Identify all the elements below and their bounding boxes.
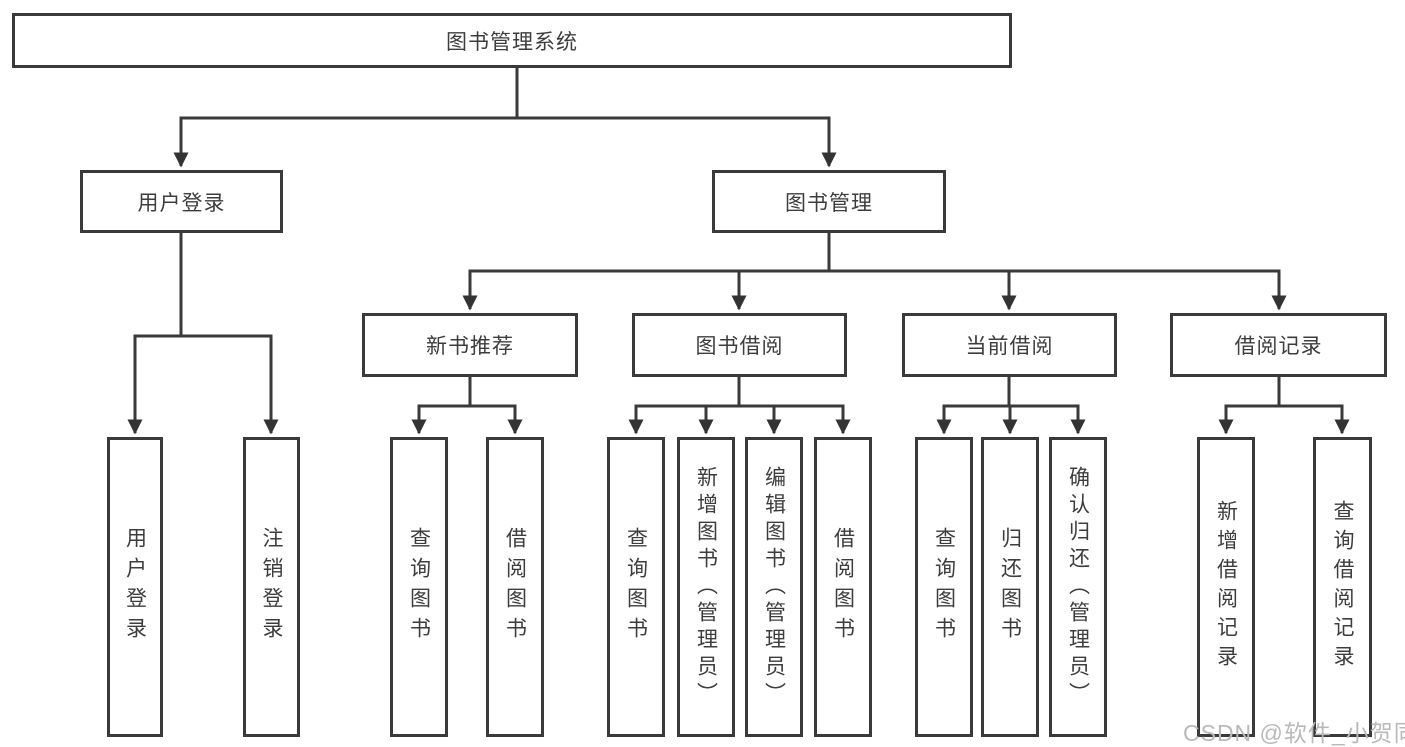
node-new-book-recommendation-label: 新书推荐: [426, 335, 514, 358]
node-leaf-rec-borrow-books-label: 借阅图书: [503, 527, 527, 647]
node-leaf-rec-query-books: 查询图书: [390, 437, 448, 737]
node-leaf-br-add-record: 新增借阅记录: [1197, 437, 1255, 737]
node-leaf-br-query-record: 查询借阅记录: [1313, 437, 1372, 737]
node-leaf-bb-borrow-books-label: 借阅图书: [831, 527, 855, 647]
node-leaf-bb-borrow-books: 借阅图书: [814, 437, 872, 737]
node-leaf-cb-return-books-label: 归还图书: [998, 527, 1022, 647]
node-book-borrowing: 图书借阅: [632, 313, 847, 377]
node-leaf-cb-query-books: 查询图书: [915, 437, 973, 737]
node-book-management-label: 图书管理: [785, 191, 873, 215]
node-leaf-bb-query-books: 查询图书: [607, 437, 665, 737]
node-root: 图书管理系统: [12, 13, 1012, 68]
watermark-text: CSDN @软件_小贺同学: [1183, 720, 1405, 746]
node-user-login-branch: 用户登录: [80, 170, 283, 233]
node-leaf-bb-edit-books: 编辑图书（管理员）: [745, 437, 803, 737]
node-leaf-user-login: 用户登录: [107, 437, 163, 737]
node-leaf-rec-query-books-label: 查询图书: [407, 527, 431, 647]
node-book-management: 图书管理: [712, 170, 946, 233]
node-leaf-user-login-label: 用户登录: [123, 527, 147, 647]
node-leaf-cb-confirm-return-label: 确认归还（管理员）: [1066, 465, 1090, 709]
node-borrow-records: 借阅记录: [1170, 313, 1387, 377]
node-root-label: 图书管理系统: [446, 30, 578, 54]
node-leaf-cb-return-books: 归还图书: [981, 437, 1039, 737]
node-user-login-branch-label: 用户登录: [137, 191, 226, 215]
node-leaf-cb-query-books-label: 查询图书: [932, 527, 956, 647]
node-book-borrowing-label: 图书借阅: [695, 335, 784, 358]
node-leaf-br-add-record-label: 新增借阅记录: [1214, 500, 1238, 674]
node-leaf-bb-add-books: 新增图书（管理员）: [677, 437, 735, 737]
node-leaf-rec-borrow-books: 借阅图书: [486, 437, 544, 737]
node-leaf-br-query-record-label: 查询借阅记录: [1331, 500, 1354, 674]
node-leaf-bb-query-books-label: 查询图书: [624, 527, 648, 647]
node-new-book-recommendation: 新书推荐: [362, 313, 578, 377]
node-current-borrowing: 当前借阅: [902, 313, 1117, 377]
node-leaf-cb-confirm-return: 确认归还（管理员）: [1049, 437, 1107, 737]
node-current-borrowing-label: 当前借阅: [965, 335, 1054, 358]
node-leaf-logout-label: 注销登录: [260, 527, 283, 647]
node-leaf-bb-add-books-label: 新增图书（管理员）: [694, 465, 718, 709]
node-leaf-logout: 注销登录: [243, 437, 300, 737]
node-leaf-bb-edit-books-label: 编辑图书（管理员）: [762, 465, 786, 709]
node-borrow-records-label: 借阅记录: [1234, 335, 1323, 358]
